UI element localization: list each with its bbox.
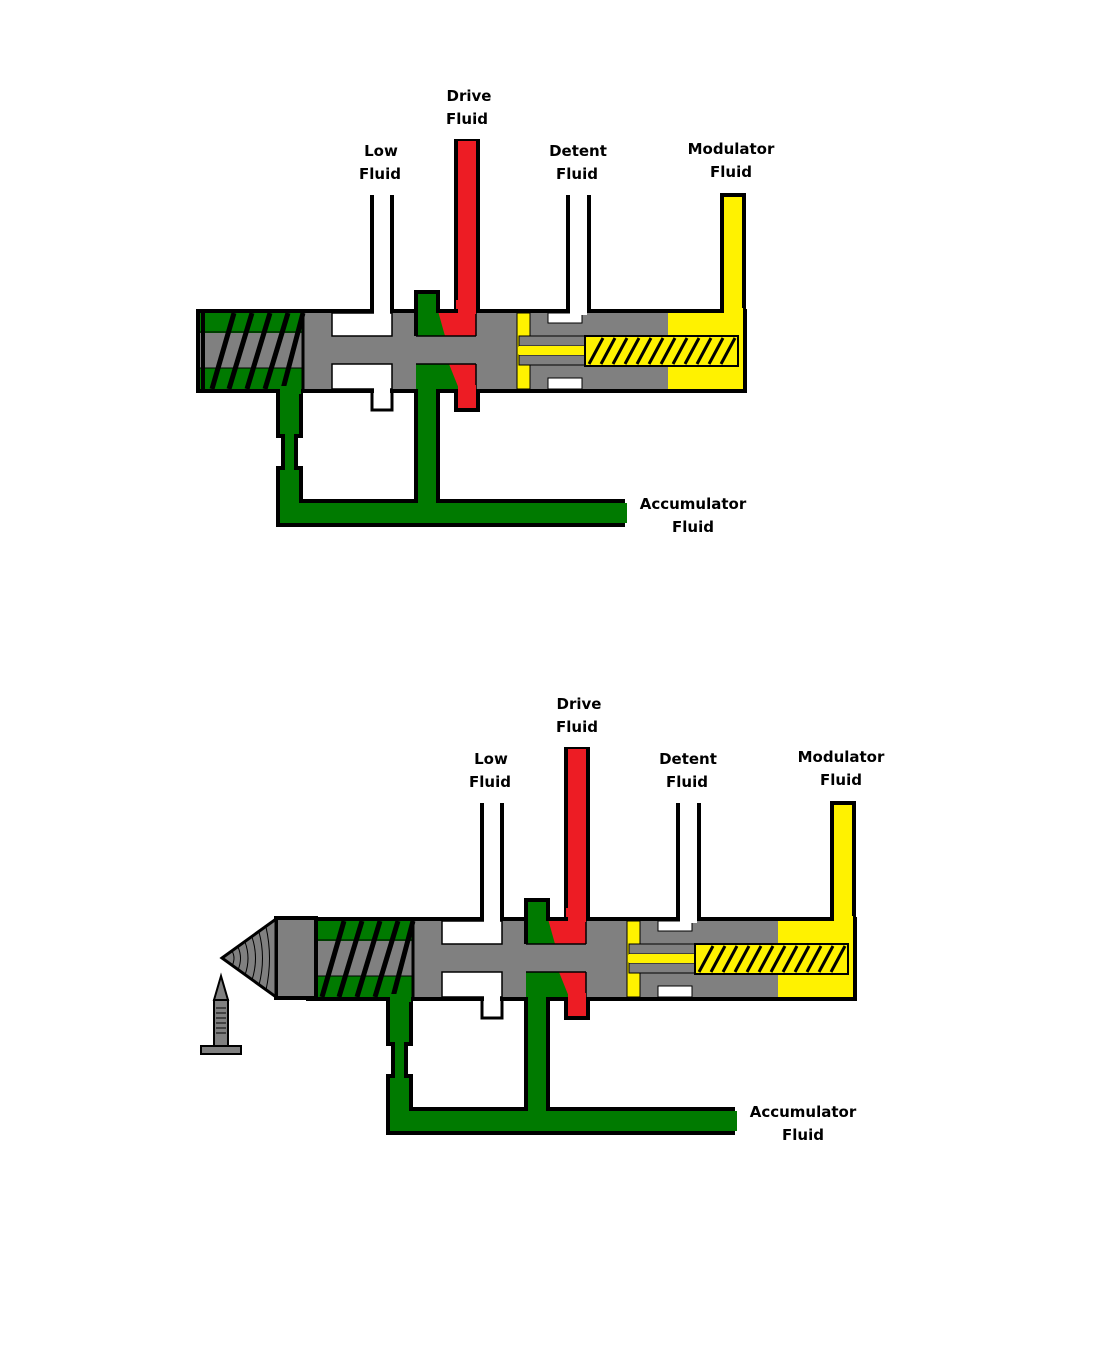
valve-diagram-top: Drive Fluid Low Fluid Detent Fluid Modul…	[198, 87, 775, 536]
label-low-fluid-line2: Fluid	[469, 773, 511, 791]
label-accumulator-fluid-line2: Fluid	[782, 1126, 824, 1144]
label-accumulator-fluid-line1: Accumulator	[640, 495, 747, 513]
label-accumulator-fluid-line2: Fluid	[672, 518, 714, 536]
label-modulator-fluid-line2: Fluid	[710, 163, 752, 181]
cone-plug-icon	[219, 916, 318, 1000]
label-accumulator-fluid-line1: Accumulator	[750, 1103, 857, 1121]
label-drive-fluid-line2: Fluid	[446, 110, 488, 128]
label-drive-fluid-line1: Drive	[447, 87, 492, 105]
valve-body	[308, 749, 855, 1133]
label-drive-fluid-line2: Fluid	[556, 718, 598, 736]
label-modulator-fluid-line1: Modulator	[798, 748, 885, 766]
label-modulator-fluid-line2: Fluid	[820, 771, 862, 789]
label-detent-fluid-line1: Detent	[659, 750, 717, 768]
label-modulator-fluid-line1: Modulator	[688, 140, 775, 158]
label-detent-fluid-line2: Fluid	[556, 165, 598, 183]
valve-diagram-bottom: Drive Fluid Low Fluid Detent Fluid Modul…	[200, 695, 885, 1144]
label-low-fluid-line2: Fluid	[359, 165, 401, 183]
label-drive-fluid-line1: Drive	[557, 695, 602, 713]
valve-body	[198, 141, 745, 525]
label-detent-fluid-line1: Detent	[549, 142, 607, 160]
nail-icon	[200, 972, 242, 1055]
label-low-fluid-line1: Low	[474, 750, 508, 768]
label-low-fluid-line1: Low	[364, 142, 398, 160]
label-detent-fluid-line2: Fluid	[666, 773, 708, 791]
